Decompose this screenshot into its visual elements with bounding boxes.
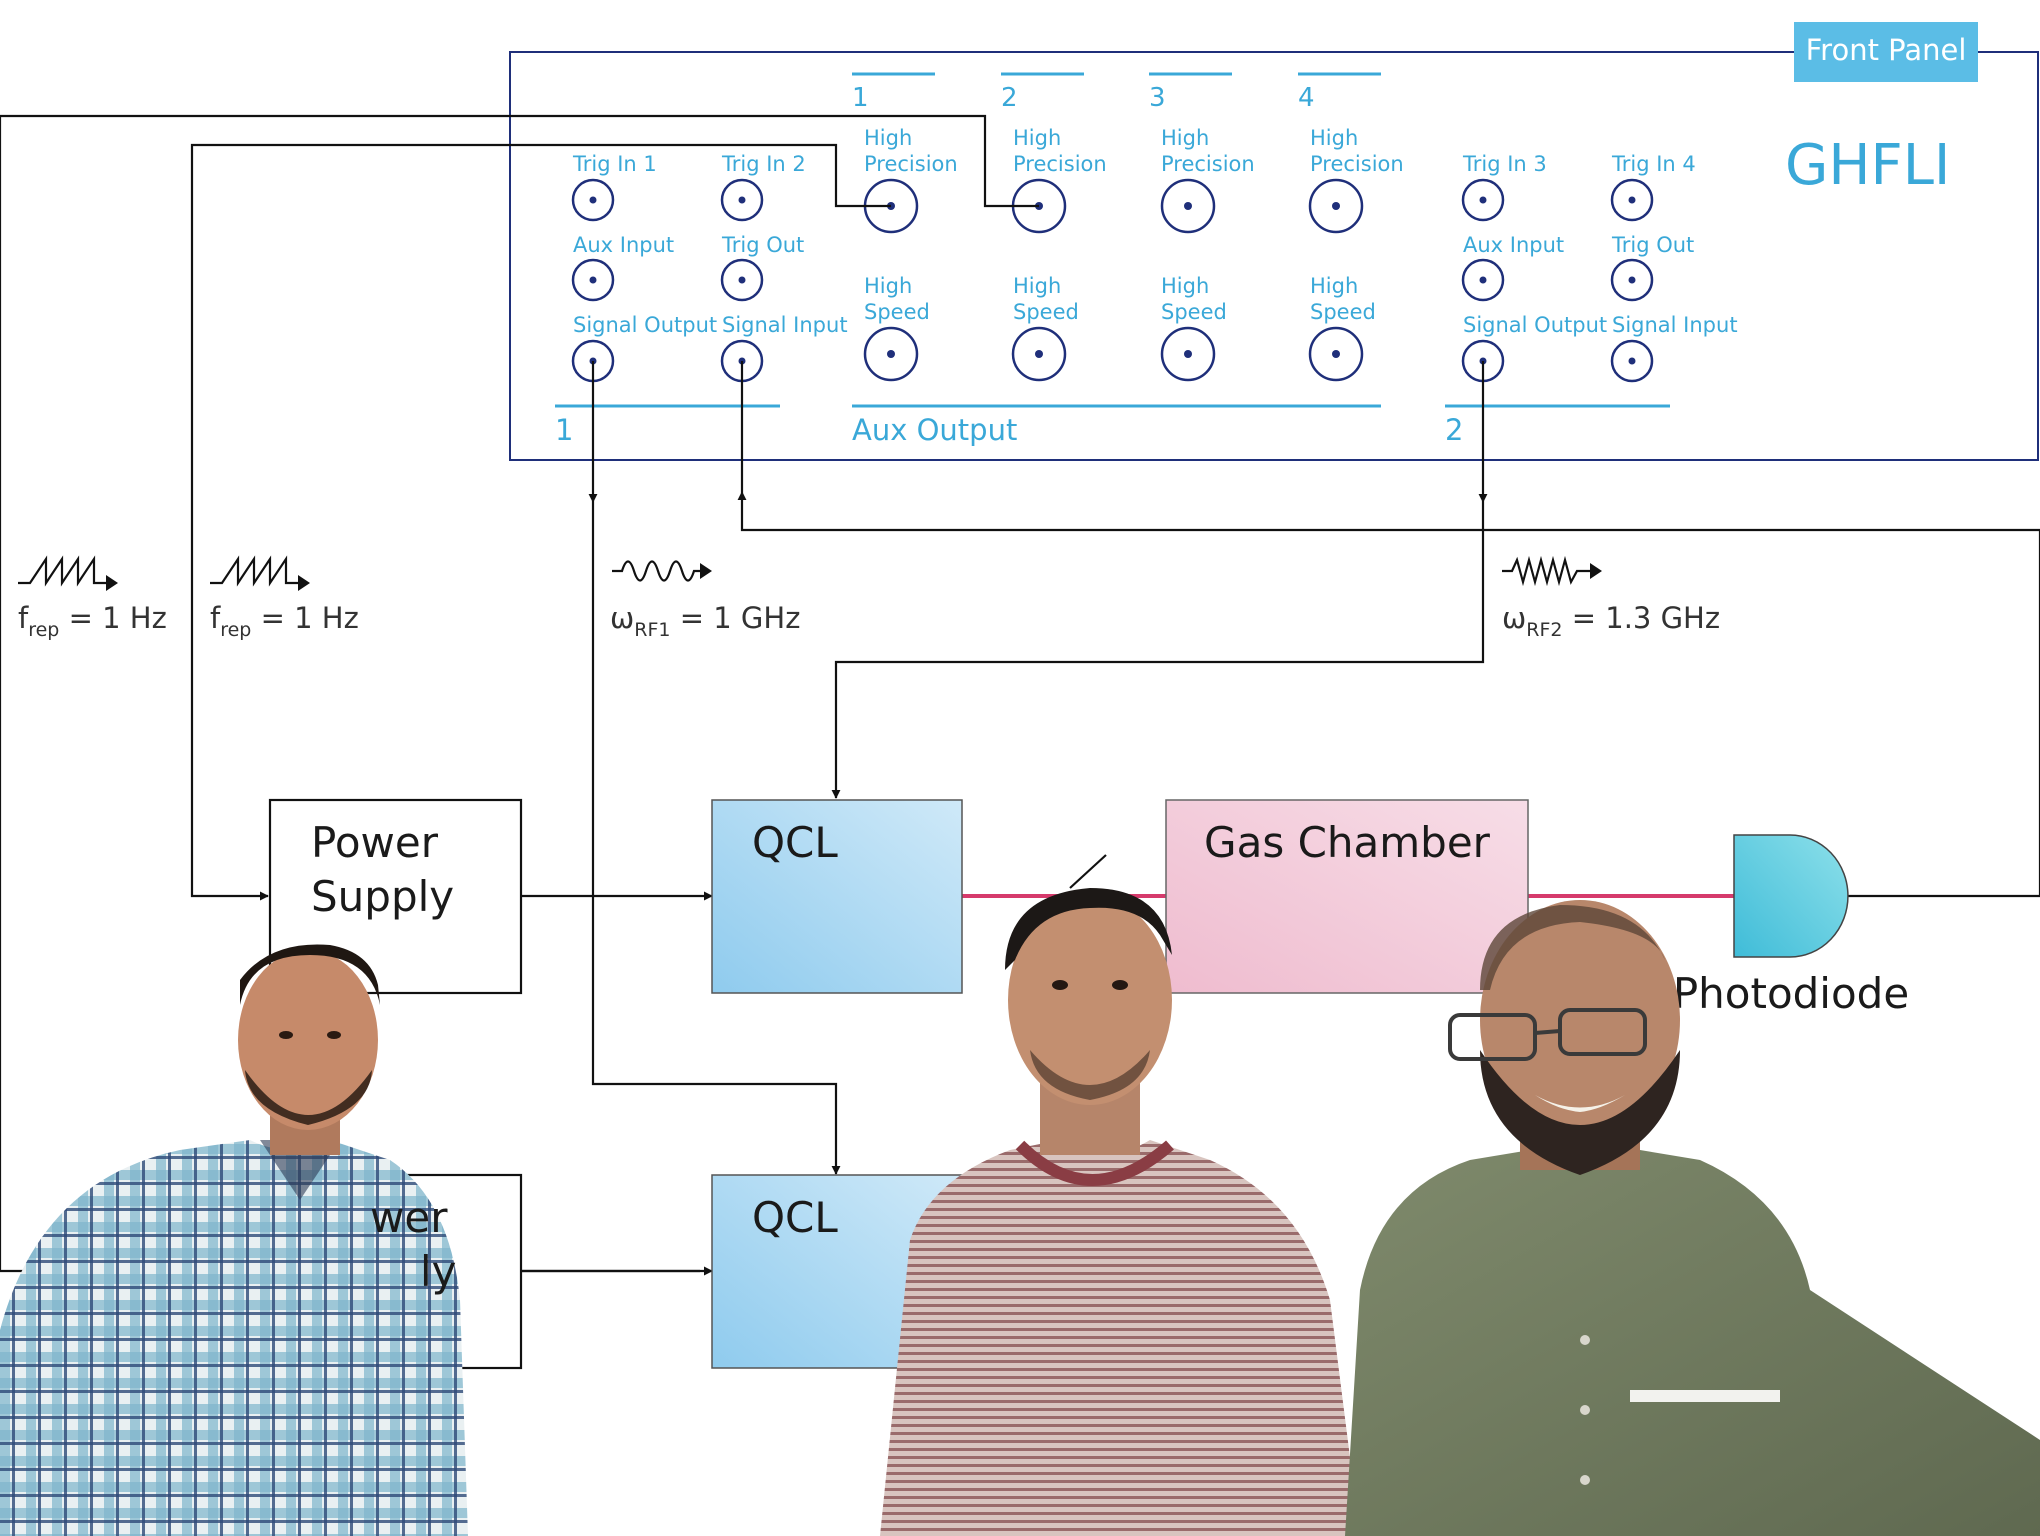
channel-1-label: 1 xyxy=(852,83,869,113)
rf1-label: ωRF1 = 1 GHz xyxy=(610,601,800,641)
g1-signal-output-label: Signal Output xyxy=(573,313,717,337)
hp3-label-1: High xyxy=(1161,126,1209,150)
power-supply-1-line-1: Power xyxy=(311,818,439,867)
hs1-label-1: High xyxy=(864,274,912,298)
channel-headers: 1 2 3 4 xyxy=(852,72,1381,113)
qcl-2-label: QCL xyxy=(752,1193,838,1242)
hp3-label-2: Precision xyxy=(1161,152,1255,176)
channel-3-label: 3 xyxy=(1149,83,1166,113)
panel-border xyxy=(509,51,2039,461)
people-photo: wer ly xyxy=(0,888,2040,1536)
g2-trig-out-label: Trig Out xyxy=(1611,233,1694,257)
g1-trig-in-2-label: Trig In 2 xyxy=(721,152,806,176)
high-precision-row: High Precision High Precision High Preci… xyxy=(863,126,1404,234)
power-supply-2-line-1: wer xyxy=(370,1193,448,1242)
input-group-1: Trig In 1 Trig In 2 Aux Input Trig Out S… xyxy=(555,152,848,447)
photodiode: Photodiode xyxy=(1673,834,1909,1018)
frep-1-arrow xyxy=(106,575,118,591)
frep-label-2: frep = 1 Hz xyxy=(210,601,359,641)
g2-trig-in-4-label: Trig In 4 xyxy=(1611,152,1696,176)
gas-chamber: Gas Chamber xyxy=(1165,799,1529,994)
channel-4-label: 4 xyxy=(1298,83,1315,113)
frep-2-arrow xyxy=(298,575,310,591)
g2-aux-input-label: Aux Input xyxy=(1463,233,1564,257)
hp4-label-2: Precision xyxy=(1310,152,1404,176)
person-middle xyxy=(880,888,1360,1536)
device-name: GHFLI xyxy=(1785,133,1950,198)
hp1-label-2: Precision xyxy=(864,152,958,176)
photodiode-label: Photodiode xyxy=(1673,969,1909,1018)
front-panel-badge xyxy=(1794,22,1978,82)
hs3-label-2: Speed xyxy=(1161,300,1227,324)
g1-trig-in-1-label: Trig In 1 xyxy=(572,152,657,176)
aux-output-label: Aux Output xyxy=(852,413,1017,447)
g2-signal-input-label: Signal Input xyxy=(1612,313,1738,337)
channel-2-label: 2 xyxy=(1001,83,1018,113)
hs4-label-2: Speed xyxy=(1310,300,1376,324)
rf1-arrow xyxy=(700,563,712,579)
hs2-label-2: Speed xyxy=(1013,300,1079,324)
front-panel-badge-text: Front Panel xyxy=(1806,33,1967,67)
hs4-label-1: High xyxy=(1310,274,1358,298)
gas-chamber-label: Gas Chamber xyxy=(1204,818,1491,867)
signal-labels: frep = 1 Hz frep = 1 Hz ωRF1 = 1 GHz ωRF… xyxy=(18,555,1720,641)
group-1-label: 1 xyxy=(555,413,573,447)
power-supply-2-line-2: ly xyxy=(420,1247,457,1296)
hp1-label-1: High xyxy=(864,126,912,150)
rf2-arrow xyxy=(1590,563,1602,579)
person-left xyxy=(0,944,468,1536)
rf2-label: ωRF2 = 1.3 GHz xyxy=(1502,601,1720,641)
qcl-1: QCL xyxy=(711,799,963,994)
hs2-label-1: High xyxy=(1013,274,1061,298)
high-speed-row: High Speed High Speed High Speed High Sp… xyxy=(863,274,1376,382)
hp4-label-1: High xyxy=(1310,126,1358,150)
g2-signal-output-label: Signal Output xyxy=(1463,313,1607,337)
qcl-1-label: QCL xyxy=(752,818,838,867)
hs3-label-1: High xyxy=(1161,274,1209,298)
hp2-label-1: High xyxy=(1013,126,1061,150)
g2-trig-in-3-label: Trig In 3 xyxy=(1462,152,1547,176)
g1-signal-input-label: Signal Input xyxy=(722,313,848,337)
front-panel: Front Panel GHFLI 1 2 3 4 High Precision… xyxy=(509,22,2039,461)
hs1-label-2: Speed xyxy=(864,300,930,324)
power-supply-1-line-2: Supply xyxy=(311,872,454,921)
group-2-label: 2 xyxy=(1445,413,1463,447)
person-right xyxy=(1345,900,2040,1536)
g1-trig-out-label: Trig Out xyxy=(721,233,804,257)
frep-label-1: frep = 1 Hz xyxy=(18,601,167,641)
g1-aux-input-label: Aux Input xyxy=(573,233,674,257)
hp2-label-2: Precision xyxy=(1013,152,1107,176)
input-group-2: Trig In 3 Trig In 4 Aux Input Trig Out S… xyxy=(1445,152,1738,447)
